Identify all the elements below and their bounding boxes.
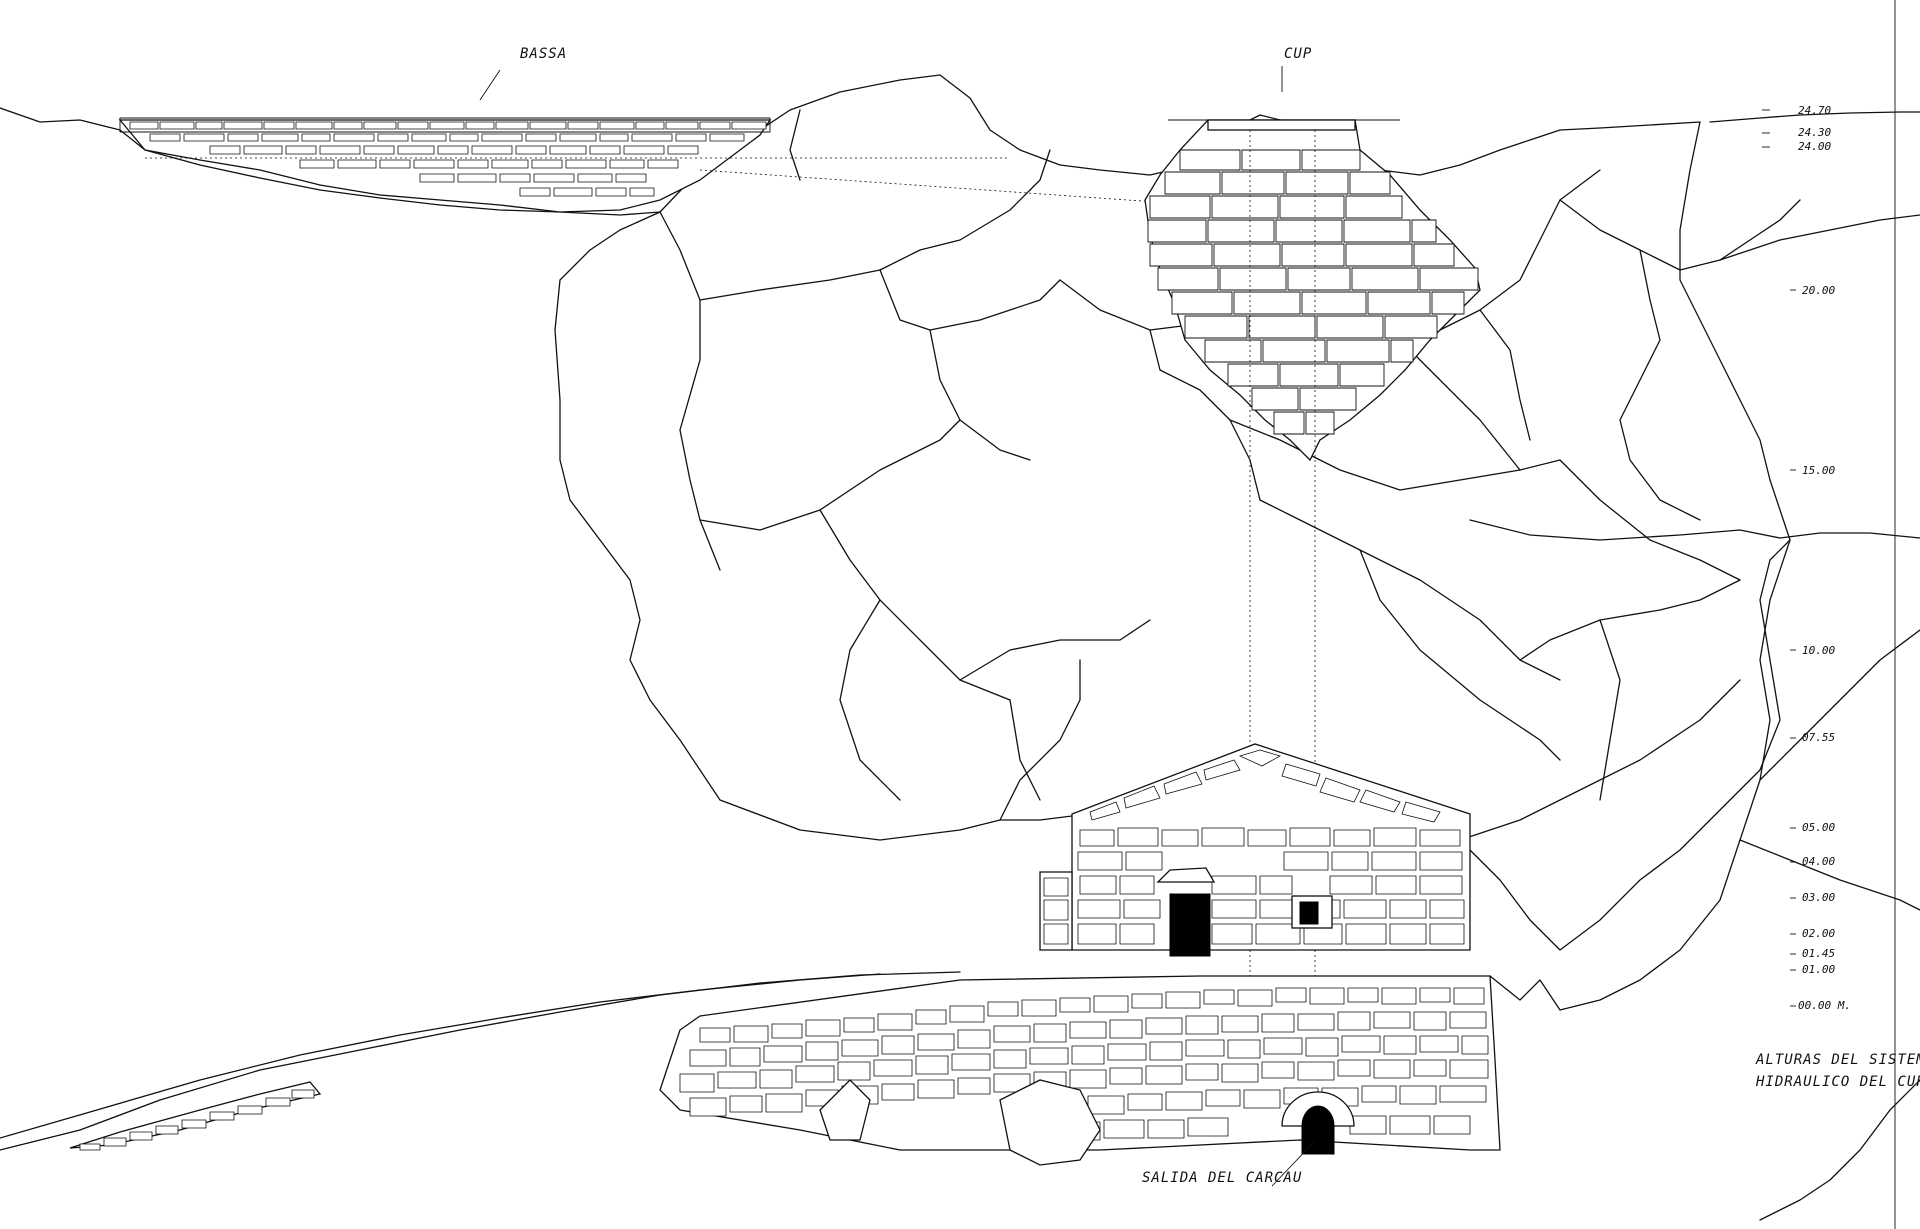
scale-label: 15.00 [1802, 464, 1835, 477]
scale-label: 03.00 [1802, 891, 1835, 904]
caption-line-2: HIDRAULICO DEL CUP. [1755, 1074, 1920, 1090]
scale-label: 01.45 [1802, 947, 1835, 960]
stone-hut [1039, 743, 1471, 957]
height-scale: 24.70 24.30 24.00 20.00 15.00 10.00 07.5… [1762, 0, 1896, 1229]
bassa-pool [118, 117, 1271, 213]
scale-label: 07.55 [1802, 731, 1835, 744]
carcau-outlet [1301, 1105, 1335, 1155]
caption-line-1: ALTURAS DEL SISTEMA [1755, 1052, 1920, 1068]
path-wall-left [69, 1081, 322, 1151]
lower-wall [659, 975, 1561, 1166]
scale-label: 02.00 [1802, 927, 1835, 940]
annotations: BASSA CUP SALIDA DEL CARCAU ALTURAS DEL … [479, 46, 1920, 1187]
cup-cistern [1144, 119, 1481, 1000]
scale-label: 05.00 [1802, 821, 1835, 834]
scale-label: 24.70 [1798, 104, 1831, 117]
terrain-outline [0, 107, 1920, 1221]
rock-mass [554, 74, 1801, 951]
scale-label: 24.00 [1798, 140, 1831, 153]
cup-label: CUP [1284, 46, 1312, 62]
bassa-label: BASSA [520, 46, 567, 62]
hut-door [1169, 893, 1211, 957]
scale-label: 24.30 [1798, 126, 1831, 139]
scale-label: 10.00 [1802, 644, 1835, 657]
scale-label: 00.00 M. [1798, 999, 1851, 1012]
scale-label: 20.00 [1802, 284, 1835, 297]
hut-window [1299, 901, 1319, 925]
scale-label: 04.00 [1802, 855, 1835, 868]
salida-label: SALIDA DEL CARCAU [1142, 1170, 1302, 1186]
scale-label: 01.00 [1802, 963, 1835, 976]
cliff-outline [1559, 121, 1920, 1011]
